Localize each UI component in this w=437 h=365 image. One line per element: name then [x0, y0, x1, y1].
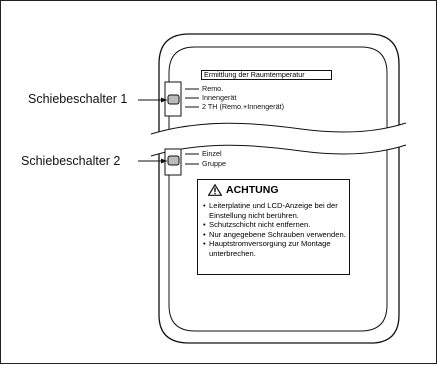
break-line-top [150, 122, 407, 135]
break-line-bottom [150, 144, 407, 157]
warning-item: Schutzschicht nicht entfernen. [203, 220, 349, 230]
switch2-option-group: Gruppe [202, 159, 226, 168]
callout-switch1: Schiebeschalter 1 [28, 92, 128, 106]
warning-list: Leiterplatine und LCD-Anzeige bei der Ei… [203, 201, 349, 259]
switch1-option-2th: 2 TH (Remo.+Innengerät) [202, 102, 284, 111]
break-band [151, 123, 406, 156]
warning-item: Leiterplatine und LCD-Anzeige bei der Ei… [203, 201, 349, 220]
switch1-option-indoor: Innengerät [202, 93, 237, 102]
switch2-arrow [161, 158, 167, 164]
warning-item: Hauptstromversorgung zur Montage unterbr… [203, 239, 349, 258]
switch1-slider [167, 94, 180, 105]
warning-heading: ACHTUNG [208, 184, 279, 196]
warning-item: Nur angegebene Schrauben verwenden. [203, 230, 349, 240]
switch2-option-single: Einzel [202, 149, 222, 158]
switch1-arrow [161, 97, 167, 103]
warning-panel: ACHTUNG Leiterplatine und LCD-Anzeige be… [197, 179, 350, 275]
switch1-title: Ermittlung der Raumtemperatur [201, 70, 332, 80]
switch2-slider [167, 155, 180, 166]
warning-heading-text: ACHTUNG [226, 184, 279, 196]
warning-triangle-icon [208, 184, 222, 196]
switch1-option-remo: Remo. [202, 84, 224, 93]
callout-switch2: Schiebeschalter 2 [21, 154, 121, 168]
